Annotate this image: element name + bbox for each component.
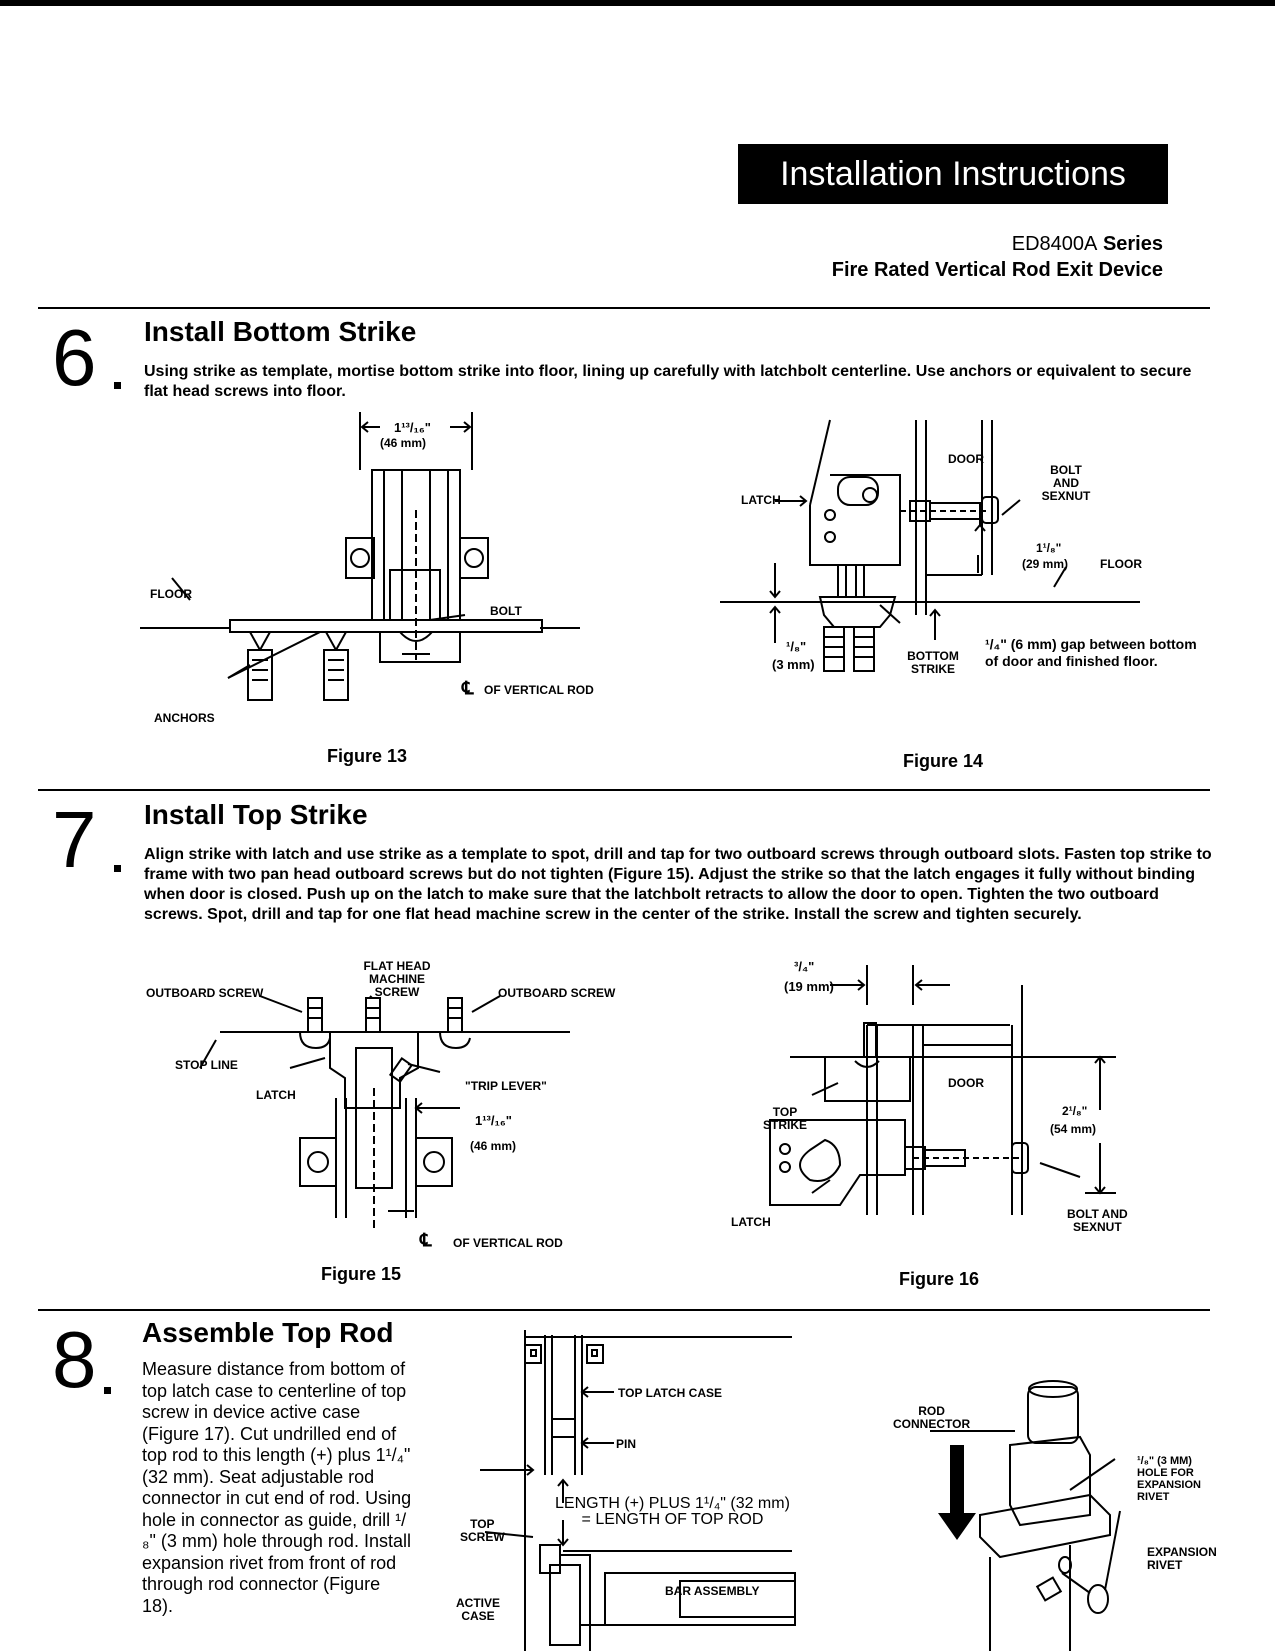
fig17-length-line1: LENGTH (+) PLUS 1¹/₄" (32 mm) <box>555 1495 790 1512</box>
figure-14-drawing <box>720 419 1140 672</box>
step-6-body: Using strike as template, mortise bottom… <box>144 363 1192 400</box>
fig18-hole-line4: RIVET <box>1137 1491 1170 1503</box>
section-divider <box>38 1309 1210 1311</box>
fig17-bar-assembly-label: BAR ASSEMBLY <box>665 1584 760 1598</box>
figure-16-drawing <box>769 965 1116 1215</box>
fig17-active-case-line2: CASE <box>461 1609 495 1623</box>
fig14-gap-note-line1: ¹/₄" (6 mm) gap between bottom <box>985 636 1197 652</box>
fig18-hole-line3: EXPANSION <box>1137 1479 1201 1491</box>
fig18-rod-connector-line1: ROD <box>918 1404 945 1418</box>
fig18-expansion-rivet-label: EXPANSION RIVET <box>1147 1546 1217 1572</box>
fig16-dim2-mm: (54 mm) <box>1050 1122 1097 1136</box>
centerline-icon: ℄ <box>420 1230 432 1250</box>
fig18-expansion-rivet-line2: RIVET <box>1147 1558 1183 1572</box>
fig14-dim1-mm: (29 mm) <box>1022 557 1069 571</box>
product-subtitle: Fire Rated Vertical Rod Exit Device <box>831 259 1163 281</box>
fig15-dim-mm: (46 mm) <box>470 1139 517 1153</box>
fig16-door-label: DOOR <box>948 1076 984 1090</box>
fig14-bolt-sexnut-label: BOLT AND SEXNUT <box>1041 463 1091 503</box>
step-7-title: Install Top Strike <box>144 799 368 830</box>
step-number-6: 6 <box>52 313 97 402</box>
figure-15-drawing <box>199 995 570 1228</box>
fig17-top-screw-line1: TOP <box>470 1517 495 1531</box>
section-divider <box>38 789 1210 791</box>
figure-16-caption: Figure 16 <box>899 1269 980 1289</box>
fig14-gap-note: ¹/₄" (6 mm) gap between bottom of door a… <box>985 636 1197 670</box>
fig15-dim: 1¹³/₁₆" <box>475 1113 512 1128</box>
step-bullet <box>104 1387 111 1394</box>
fig13-floor-label: FLOOR <box>150 587 192 601</box>
step-6-title: Install Bottom Strike <box>144 316 417 347</box>
fig18-hole-label: ¹/₈" (3 MM) HOLE FOR EXPANSION RIVET <box>1137 1455 1201 1503</box>
fig14-dim2: ¹/₈" <box>786 639 807 654</box>
model-number: ED8400A <box>1011 233 1098 255</box>
fig13-bolt-label: BOLT <box>490 604 522 618</box>
fig14-floor-label: FLOOR <box>1100 557 1142 571</box>
fig14-dim1: 1¹/₈" <box>1036 541 1062 555</box>
fig16-dim2: 2¹/₈" <box>1062 1104 1088 1118</box>
fig17-active-case-label: ACTIVE CASE <box>456 1597 500 1623</box>
fig18-rod-connector-label: ROD CONNECTOR <box>893 1405 970 1431</box>
fig16-dim1: ³/₄" <box>794 959 815 974</box>
fig18-hole-line2: HOLE FOR <box>1137 1467 1194 1479</box>
fig14-gap-note-line2: of door and finished floor. <box>985 653 1158 669</box>
fig17-top-screw-label: TOP SCREW <box>460 1518 505 1544</box>
fig16-latch-label: LATCH <box>731 1215 771 1229</box>
section-divider <box>38 307 1210 309</box>
page-banner: Installation Instructions <box>738 144 1168 204</box>
fig15-outboard-right-label: OUTBOARD SCREW <box>498 986 616 1000</box>
fig15-cl-label: OF VERTICAL ROD <box>453 1236 563 1250</box>
fig14-bottom-strike-label: BOTTOM STRIKE <box>907 649 959 676</box>
fig17-length-note: LENGTH (+) PLUS 1¹/₄" (32 mm) = LENGTH O… <box>555 1496 790 1528</box>
fig15-flat-head-label: FLAT HEAD MACHINE SCREW <box>347 960 447 999</box>
fig15-stop-line-label: STOP LINE <box>175 1058 238 1072</box>
fig17-top-latch-case-label: TOP LATCH CASE <box>618 1386 723 1400</box>
fig14-latch-label: LATCH <box>741 493 781 507</box>
fig14-dim2-mm: (3 mm) <box>772 657 815 672</box>
fig13-dim: 1¹³/₁₆" <box>394 420 431 435</box>
fig15-trip-lever-label: "TRIP LEVER" <box>465 1079 547 1093</box>
step-bullet <box>114 865 121 872</box>
fig17-active-case-line1: ACTIVE <box>456 1596 501 1610</box>
fig15-flat-head-line2: MACHINE SCREW <box>369 972 425 999</box>
figure-15-caption: Figure 15 <box>321 1264 402 1284</box>
fig14-door-label: DOOR <box>948 452 984 466</box>
step-number-7: 7 <box>52 795 97 884</box>
fig15-flat-head-line1: FLAT HEAD <box>363 959 431 973</box>
figure-18-drawing <box>930 1380 1121 1651</box>
step-8-title: Assemble Top Rod <box>142 1317 394 1348</box>
fig16-bolt-sexnut-label: BOLT AND SEXNUT <box>1067 1208 1128 1234</box>
fig18-rod-connector-line2: CONNECTOR <box>893 1417 971 1431</box>
fig16-top-strike-label: TOP STRIKE <box>762 1105 807 1132</box>
fig13-cl-label: OF VERTICAL ROD <box>484 683 594 697</box>
fig15-latch-label: LATCH <box>256 1088 296 1102</box>
fig13-dim-mm: (46 mm) <box>380 436 427 450</box>
figure-13-drawing <box>140 412 580 701</box>
fig18-expansion-rivet-line1: EXPANSION <box>1147 1545 1217 1559</box>
fig17-pin-label: PIN <box>616 1437 637 1451</box>
figure-14-caption: Figure 14 <box>903 751 984 771</box>
product-series: ED8400A Series Fire Rated Vertical Rod E… <box>832 231 1163 283</box>
fig16-bolt-sexnut-line1: BOLT AND <box>1067 1207 1128 1221</box>
fig17-top-screw-line2: SCREW <box>460 1530 505 1544</box>
centerline-icon: ℄ <box>462 678 474 698</box>
fig16-dim1-mm: (19 mm) <box>784 979 834 994</box>
step-bullet <box>114 382 121 389</box>
figure-17-drawing <box>480 1330 796 1651</box>
step-7-body: Align strike with latch and use strike a… <box>144 846 1212 923</box>
series-word: Series <box>1102 233 1163 255</box>
fig18-hole-line1: ¹/₈" (3 MM) <box>1137 1455 1192 1467</box>
step-8-body: Measure distance from bottom of top latc… <box>142 1359 412 1616</box>
step-number-8: 8 <box>52 1315 97 1404</box>
figure-13-caption: Figure 13 <box>327 746 408 766</box>
top-border <box>0 0 1275 6</box>
fig16-bolt-sexnut-line2: SEXNUT <box>1072 1220 1122 1234</box>
fig17-length-line2: = LENGTH OF TOP ROD <box>581 1511 764 1528</box>
fig15-outboard-left-label: OUTBOARD SCREW <box>146 986 264 1000</box>
fig13-anchors-label: ANCHORS <box>154 711 215 725</box>
